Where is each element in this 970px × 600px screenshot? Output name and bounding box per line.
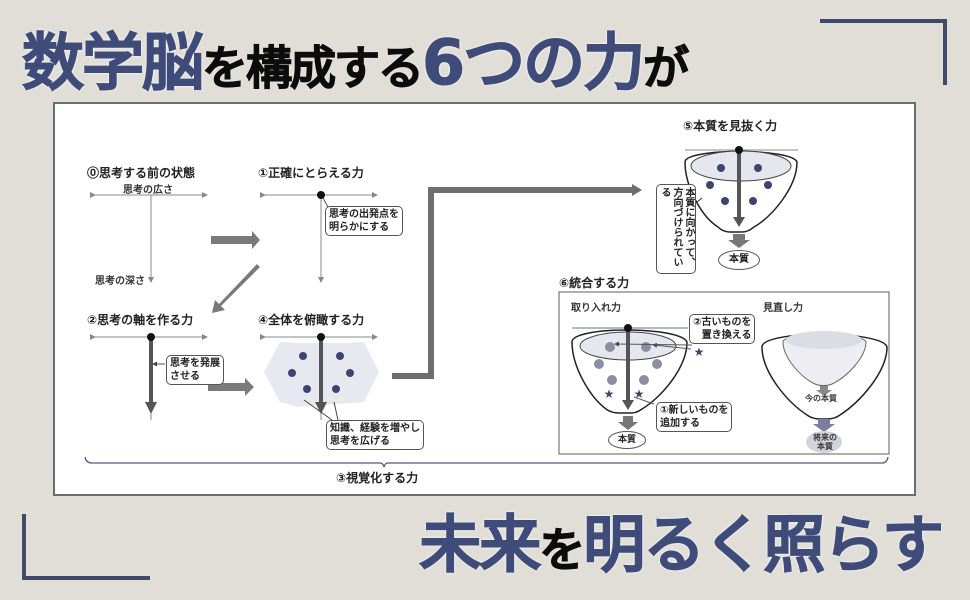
add-callout-line2: 追加する [660,418,700,429]
review-future-line2: 本質 [817,442,833,451]
power1-callout-line2: 明らかにする [329,222,390,233]
corner-bracket-top-right [820,19,947,85]
power4-overview [260,333,379,421]
power1-axes [260,191,378,283]
diagram-graphics: ★ ★ ★ [84,146,890,468]
replace-callout: ②古いものを 置き換える [689,314,756,344]
replace-callout-line2: 置き換える [701,330,752,341]
corner-bracket-bottom-left [22,514,150,580]
power6-box [558,291,890,455]
diagram-panel: ★ ★ ★ ⓪思考する前の状態 思考の広さ 思考の深さ ①正確にとらえる力 思考… [53,102,916,496]
power4-callout: 知識、経験を増やし 思考を広げる [326,420,424,450]
intake-funnel: ★ ★ ★ [571,324,705,430]
transition-arrows [208,231,260,396]
power4-title: ④全体を俯瞰する力 [258,313,365,327]
svg-text:★: ★ [634,387,645,401]
state0-axes [90,192,208,283]
power6-title: ⑥統合する力 [559,276,630,290]
power5-title: ⑤本質を見抜く力 [683,119,778,133]
review-future-label: 将来の 本質 [810,433,840,451]
elbow-arrow [392,184,642,379]
svg-text:★: ★ [604,387,615,401]
power5-callout: 本質に向かって、方向づけられている [656,184,696,274]
add-callout-line1: ①新しいものを [660,405,729,416]
headline-part3: 6つの力 [422,26,646,99]
add-callout: ①新しいものを 追加する [656,402,733,432]
review-future-line1: 将来の [813,433,837,442]
power2-callout-line1: 思考を発展 [170,358,220,369]
power1-title: ①正確にとらえる力 [258,166,364,180]
replace-callout-line1: ②古いものを [693,317,752,328]
tagline-part3: 明るく照らす [583,508,945,581]
review-title: 見直し力 [763,303,803,314]
power1-callout-line1: 思考の出発点を [329,209,399,220]
power4-callout-line1: 知識、経験を増やし [330,423,420,434]
power1-callout: 思考の出発点を 明らかにする [325,206,403,236]
power5-result: 本質 [718,250,760,270]
intake-title: 取り入れ力 [571,303,621,314]
headline-part1: 数学脳 [21,26,204,99]
state0-depth-label: 思考の深さ [95,276,145,287]
power2-callout: 思考を発展 させる [166,355,224,385]
state0-breadth-label: 思考の広さ [123,185,173,196]
power3-brace [84,456,889,468]
review-current-label: 今の本質 [805,394,837,403]
state0-title: ⓪思考する前の状態 [87,166,196,180]
power5-funnel [684,146,798,248]
power2-title: ②思考の軸を作る力 [87,313,194,327]
power4-callout-line2: 思考を広げる [330,436,390,447]
tagline: 未来 を 明るく照らす [419,508,945,581]
intake-result: 本質 [608,431,646,449]
power2-axes [90,333,208,420]
review-funnel [761,331,888,453]
headline-part2: を構成する [202,41,425,96]
tagline-part2: を [539,523,586,578]
svg-text:★: ★ [694,345,705,359]
headline-part4: が [643,41,690,96]
headline: 数学脳 を構成する 6つの力 が [21,18,690,99]
power3-title: ③視覚化する力 [336,471,419,485]
power2-callout-line2: させる [170,371,200,382]
tagline-part1: 未来 [419,508,542,581]
